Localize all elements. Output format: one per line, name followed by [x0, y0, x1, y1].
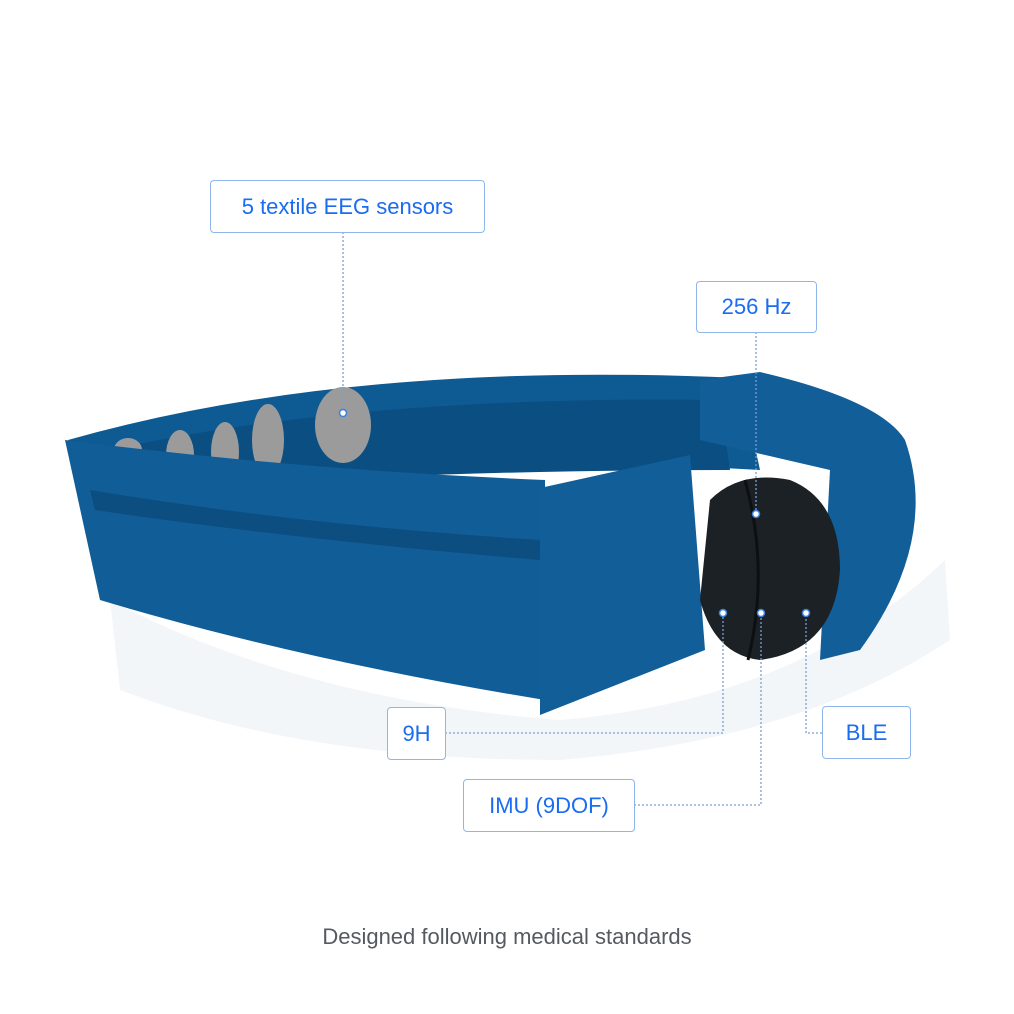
leader-line-ble: [805, 613, 822, 734]
callout-eeg-sensors: 5 textile EEG sensors: [210, 180, 485, 233]
caption: Designed following medical standards: [322, 924, 692, 949]
band-fold: [90, 490, 540, 560]
anchor-dot: [756, 608, 766, 618]
eeg-sensor: [315, 387, 371, 463]
pod-cover: [700, 372, 916, 660]
callout-sampling-rate: 256 Hz: [696, 281, 817, 333]
leader-lines: [342, 232, 822, 806]
leader-line-battery: [445, 613, 724, 734]
callout-battery-life: 9H: [387, 707, 446, 760]
module-seam: [743, 479, 760, 661]
shadow: [110, 560, 950, 760]
anchor-dot: [801, 608, 811, 618]
eeg-module: [700, 477, 840, 660]
anchor-dot: [718, 608, 728, 618]
callout-imu: IMU (9DOF): [463, 779, 635, 832]
callout-ble: BLE: [822, 706, 911, 759]
anchor-dots: [338, 408, 811, 618]
eeg-sensor: [252, 404, 284, 476]
anchor-dot: [751, 509, 761, 519]
pocket-flap: [540, 455, 705, 715]
anchor-dot: [338, 408, 348, 418]
